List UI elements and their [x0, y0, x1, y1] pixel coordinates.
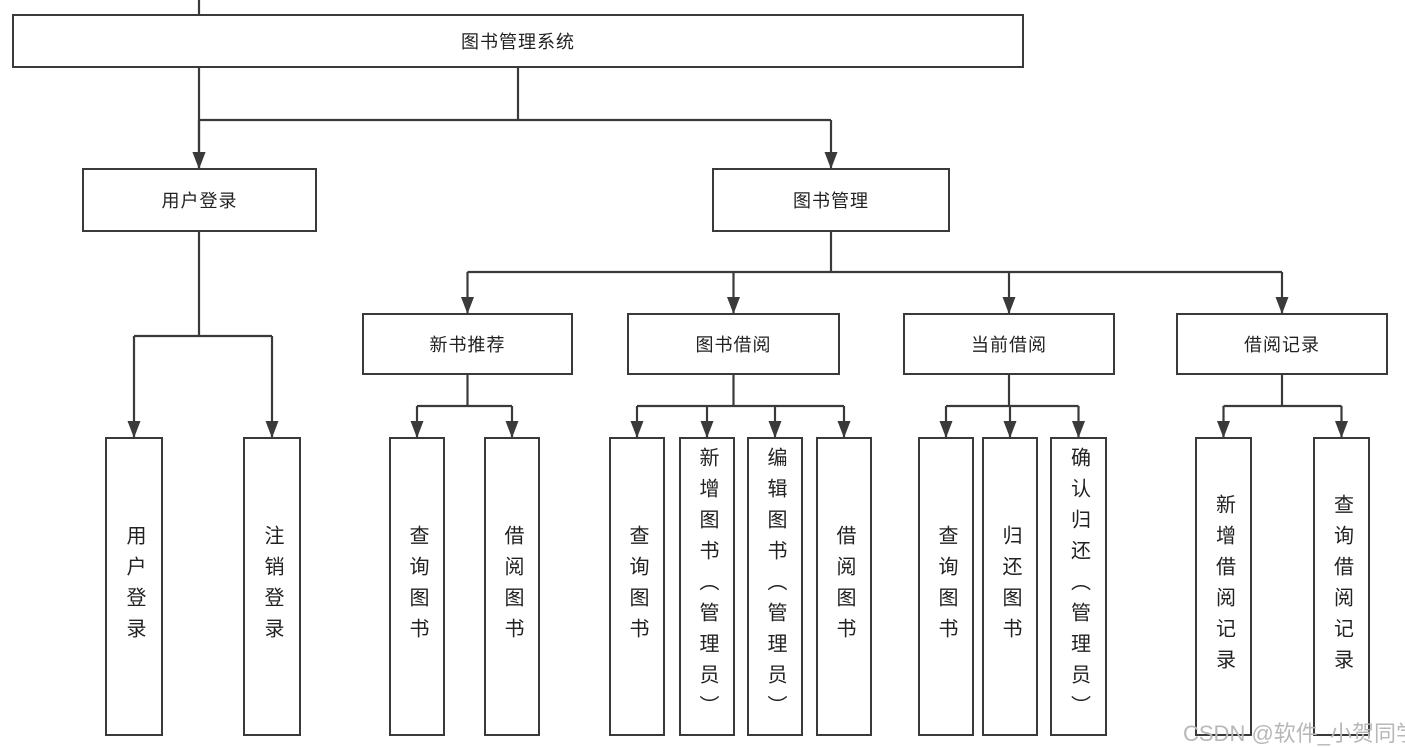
node-current-borrowing: 当前借阅	[903, 313, 1115, 375]
node-borrowing-records-label: 借阅记录	[1244, 335, 1320, 355]
leaf-edit-book-admin: 编辑图书（管理员）	[747, 437, 803, 736]
node-new-book-recommend: 新书推荐	[362, 313, 573, 375]
watermark: CSDN @软件_小贺同学	[1183, 721, 1405, 746]
node-borrowing-records: 借阅记录	[1176, 313, 1388, 375]
leaf-query-books-recommend-label: 查询图书	[406, 524, 428, 649]
leaf-borrow-books: 借阅图书	[816, 437, 872, 736]
leaf-query-books-borrowing: 查询图书	[609, 437, 665, 736]
node-current-borrowing-label: 当前借阅	[971, 335, 1047, 355]
node-root: 图书管理系统	[12, 14, 1024, 68]
leaf-query-borrow-record-label: 查询借阅记录	[1330, 493, 1353, 680]
leaf-edit-book-admin-label: 编辑图书（管理员）	[764, 447, 786, 726]
leaf-confirm-return-admin: 确认归还（管理员）	[1050, 437, 1107, 736]
leaf-return-book: 归还图书	[982, 437, 1038, 736]
node-new-book-recommend-label: 新书推荐	[429, 335, 506, 355]
leaf-borrow-books-label: 借阅图书	[833, 524, 855, 649]
leaf-query-books-borrowing-label: 查询图书	[626, 524, 648, 649]
leaf-query-books-current-label: 查询图书	[935, 524, 957, 649]
node-book-borrowing-label: 图书借阅	[695, 335, 772, 355]
leaf-return-book-label: 归还图书	[999, 524, 1021, 649]
node-root-label: 图书管理系统	[461, 32, 575, 52]
node-book-borrowing: 图书借阅	[627, 313, 840, 375]
leaf-add-book-admin-label: 新增图书（管理员）	[696, 447, 718, 726]
leaf-query-borrow-record: 查询借阅记录	[1313, 437, 1370, 736]
leaf-add-borrow-record-label: 新增借阅记录	[1212, 493, 1235, 680]
node-book-management: 图书管理	[712, 168, 950, 232]
leaf-logout-label: 注销登录	[261, 524, 283, 649]
leaf-user-login-label: 用户登录	[123, 524, 145, 649]
node-user-login-group-label: 用户登录	[161, 191, 238, 211]
leaf-query-books-recommend: 查询图书	[389, 437, 445, 736]
leaf-logout: 注销登录	[243, 437, 301, 736]
leaf-confirm-return-admin-label: 确认归还（管理员）	[1067, 447, 1090, 726]
leaf-borrow-books-recommend: 借阅图书	[484, 437, 540, 736]
leaf-add-book-admin: 新增图书（管理员）	[679, 437, 735, 736]
leaf-add-borrow-record: 新增借阅记录	[1195, 437, 1252, 736]
node-book-management-label: 图书管理	[793, 191, 869, 211]
leaf-borrow-books-recommend-label: 借阅图书	[501, 524, 523, 649]
leaf-user-login: 用户登录	[105, 437, 163, 736]
node-user-login-group: 用户登录	[82, 168, 317, 232]
leaf-query-books-current: 查询图书	[918, 437, 974, 736]
